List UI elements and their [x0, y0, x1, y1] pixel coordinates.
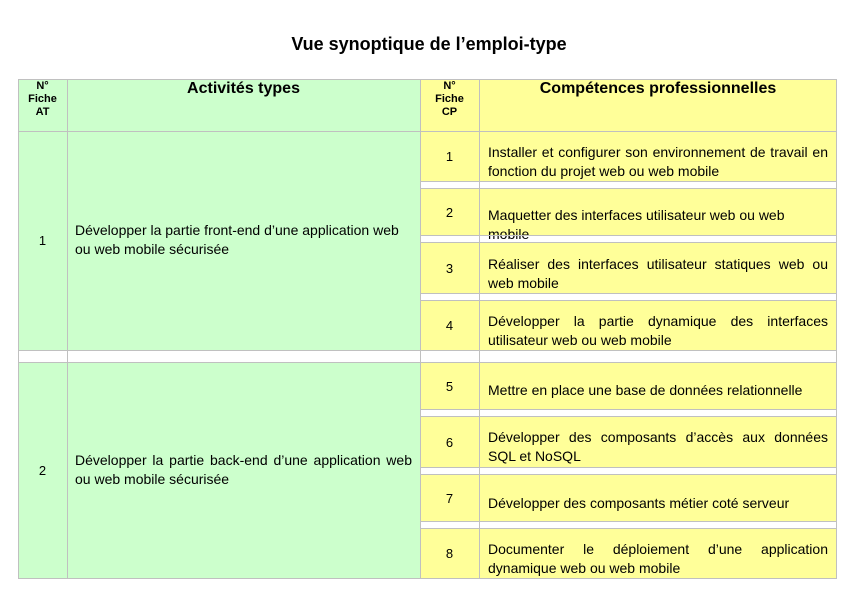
header-cp-number: N° Fiche CP: [420, 79, 479, 131]
grid-line: [420, 474, 837, 475]
grid-line: [420, 416, 837, 417]
competence-number: 1: [420, 131, 479, 181]
grid-line: [420, 188, 837, 189]
competence-number: 6: [420, 417, 479, 467]
activity-number: 1: [18, 131, 67, 350]
competence-number: 4: [420, 301, 479, 350]
competence-number: 7: [420, 475, 479, 521]
activity-label: Développer la partie front-end d’une app…: [67, 131, 420, 350]
competence-number: 5: [420, 363, 479, 409]
grid-line: [18, 362, 837, 363]
grid-line: [420, 181, 837, 182]
competence-number: 3: [420, 243, 479, 293]
competence-label: Installer et configurer son environnemen…: [479, 131, 837, 181]
activity-number: 2: [18, 363, 67, 578]
grid-line: [18, 79, 837, 80]
competence-number: 8: [420, 529, 479, 578]
competence-label: Développer des composants d’accès aux do…: [479, 417, 837, 467]
grid-line: [420, 528, 837, 529]
competence-label: Documenter le déploiement d’une applicat…: [479, 529, 837, 578]
grid-line: [420, 293, 837, 294]
competence-number: 2: [420, 189, 479, 235]
competence-label: Réaliser des interfaces utilisateur stat…: [479, 243, 837, 293]
competence-label: Maquetter des interfaces utilisateur web…: [479, 189, 837, 242]
grid-line: [420, 79, 421, 579]
grid-line: [479, 79, 480, 579]
competence-label: Développer des composants métier coté se…: [479, 475, 837, 521]
grid-line: [420, 409, 837, 410]
separator-row: [18, 350, 837, 363]
header-at-number: N° Fiche AT: [18, 79, 67, 131]
grid-line: [420, 235, 837, 236]
grid-line: [18, 131, 837, 132]
grid-line: [420, 300, 837, 301]
grid-line: [420, 467, 837, 468]
page-title: Vue synoptique de l’emploi-type: [291, 34, 567, 54]
header-activities: Activités types: [67, 79, 420, 131]
grid-line: [67, 79, 68, 579]
competence-label: Développer la partie dynamique des inter…: [479, 301, 837, 350]
grid-line: [420, 242, 837, 243]
grid-line: [18, 578, 837, 579]
grid-line: [18, 79, 19, 579]
grid-line: [836, 79, 837, 579]
competence-label: Mettre en place une base de données rela…: [479, 363, 837, 409]
grid-line: [420, 521, 837, 522]
header-competences: Compétences professionnelles: [479, 79, 837, 131]
grid-line: [18, 350, 837, 351]
activity-label: Développer la partie back-end d’une appl…: [67, 363, 420, 578]
